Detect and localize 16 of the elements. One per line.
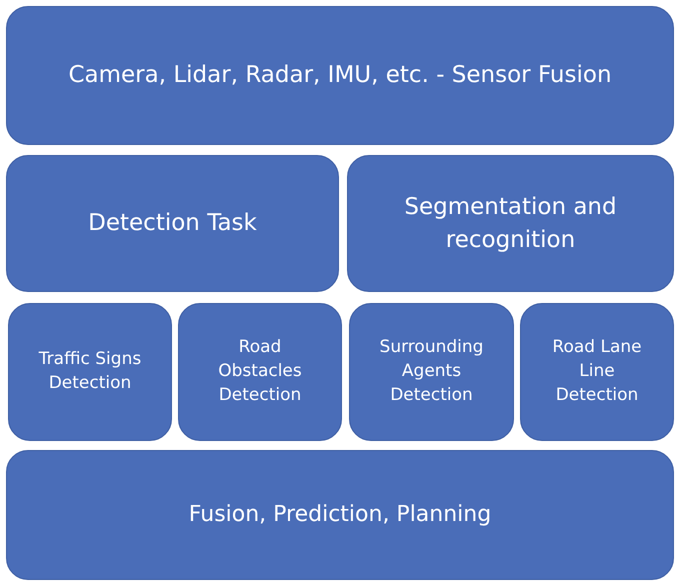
block-label: Road Obstacles Detection bbox=[217, 336, 303, 407]
process-block bbox=[347, 155, 674, 292]
process-block bbox=[349, 303, 514, 441]
block-label: Traffic Signs Detection bbox=[38, 348, 142, 395]
process-block bbox=[6, 155, 339, 292]
process-block bbox=[6, 6, 674, 145]
block-label: Camera, Lidar, Radar, IMU, etc. - Sensor Fusion bbox=[68, 61, 612, 90]
block-label: Surrounding Agents Detection bbox=[378, 336, 484, 407]
process-block bbox=[520, 303, 674, 441]
block-label: Segmentation and recognition bbox=[403, 193, 618, 254]
block-label: Fusion, Prediction, Planning bbox=[188, 500, 492, 529]
block-label: Detection Task bbox=[88, 209, 257, 238]
block-label: Road Lane Line Detection bbox=[551, 336, 643, 407]
process-block bbox=[8, 303, 172, 441]
process-block bbox=[178, 303, 342, 441]
process-block bbox=[6, 450, 674, 580]
